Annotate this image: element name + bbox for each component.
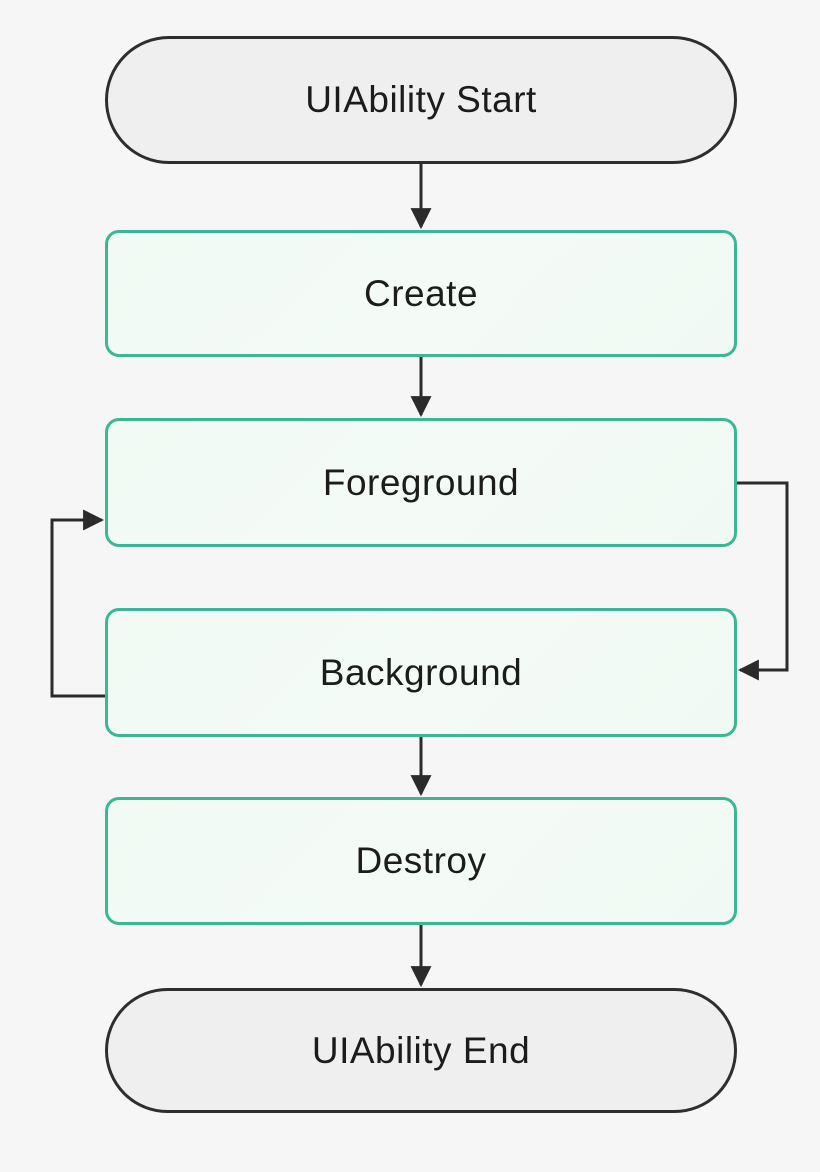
node-uiability-start-label: UIAbility Start <box>305 79 537 120</box>
node-create-label: Create <box>363 272 479 314</box>
node-foreground: Foreground <box>105 418 737 547</box>
node-destroy-label: Destroy <box>355 840 487 881</box>
edge-background-to-foreground <box>50 509 105 698</box>
node-uiability-end: UIAbility End <box>105 988 737 1113</box>
node-uiability-end-label: UIAbility End <box>311 1029 531 1071</box>
node-background-label: Background <box>319 651 523 693</box>
node-background: Background <box>105 608 737 737</box>
node-foreground-label: Foreground <box>322 461 520 503</box>
node-destroy: Destroy <box>105 797 737 925</box>
node-uiability-start: UIAbility Start <box>105 36 737 164</box>
node-create: Create <box>105 230 737 357</box>
edge-foreground-to-background <box>737 481 789 681</box>
